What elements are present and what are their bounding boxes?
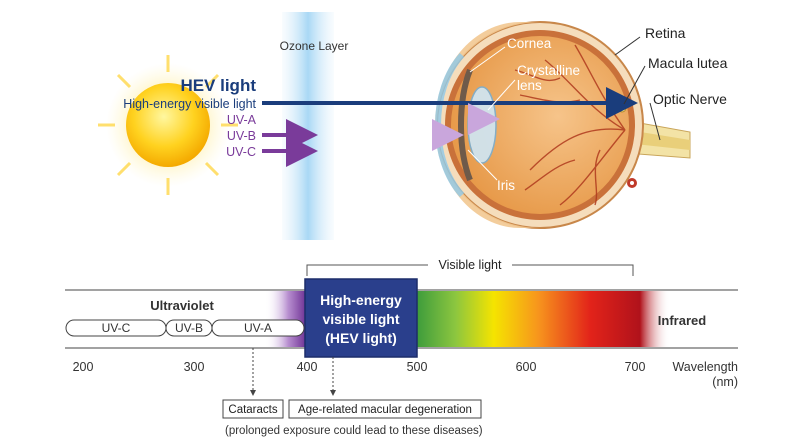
tick-700: 700 <box>625 360 646 374</box>
retina-label: Retina <box>645 25 686 41</box>
ultraviolet-label: Ultraviolet <box>150 298 214 313</box>
uvb-label: UV-B <box>227 129 256 143</box>
tick-400: 400 <box>297 360 318 374</box>
uvc-label: UV-C <box>226 145 256 159</box>
crystalline-lens-label-2: lens <box>517 78 542 93</box>
iris-label: Iris <box>497 178 515 193</box>
cataracts-box <box>222 399 284 419</box>
hev-box-line-2: visible light <box>322 311 399 327</box>
ozone-layer-label: Ozone Layer <box>280 39 349 53</box>
eye-cross-section <box>435 21 691 229</box>
light-rays <box>262 87 638 167</box>
uv-band <box>265 291 307 347</box>
visible-light-label: Visible light <box>438 258 502 272</box>
cataracts-label: Cataracts <box>228 404 277 416</box>
infrared-label: Infrared <box>658 313 706 328</box>
infrared-band <box>640 291 670 347</box>
crystalline-lens-label-1: Crystalline <box>517 63 580 78</box>
uva-label: UV-A <box>227 113 257 127</box>
sun-icon <box>98 55 238 195</box>
diseases-note: (prolonged exposure could lead to these … <box>225 425 483 437</box>
uvc-band-label: UV-C <box>102 321 131 335</box>
uv-band-pills <box>65 319 305 337</box>
tick-200: 200 <box>73 360 94 374</box>
uva-band-label: UV-A <box>244 321 272 335</box>
cornea-label: Cornea <box>507 36 552 51</box>
hev-box <box>304 278 418 358</box>
amd-box <box>288 399 482 419</box>
tick-500: 500 <box>407 360 428 374</box>
hev-box-line-1: High-energy <box>320 292 402 308</box>
hev-subtitle: High-energy visible light <box>123 97 256 111</box>
macula-lutea-label: Macula lutea <box>648 55 728 71</box>
optic-nerve-label: Optic Nerve <box>653 91 727 107</box>
tick-300: 300 <box>184 360 205 374</box>
wavelength-axis-label: Wavelength <box>672 360 738 374</box>
hev-title: HEV light <box>180 76 256 95</box>
visible-spectrum-band <box>415 291 640 347</box>
hev-box-line-3: (HEV light) <box>325 330 397 346</box>
uvb-band-label: UV-B <box>175 321 203 335</box>
wavelength-unit-label: (nm) <box>712 375 738 389</box>
amd-label: Age-related macular degeneration <box>298 404 472 416</box>
tick-600: 600 <box>516 360 537 374</box>
